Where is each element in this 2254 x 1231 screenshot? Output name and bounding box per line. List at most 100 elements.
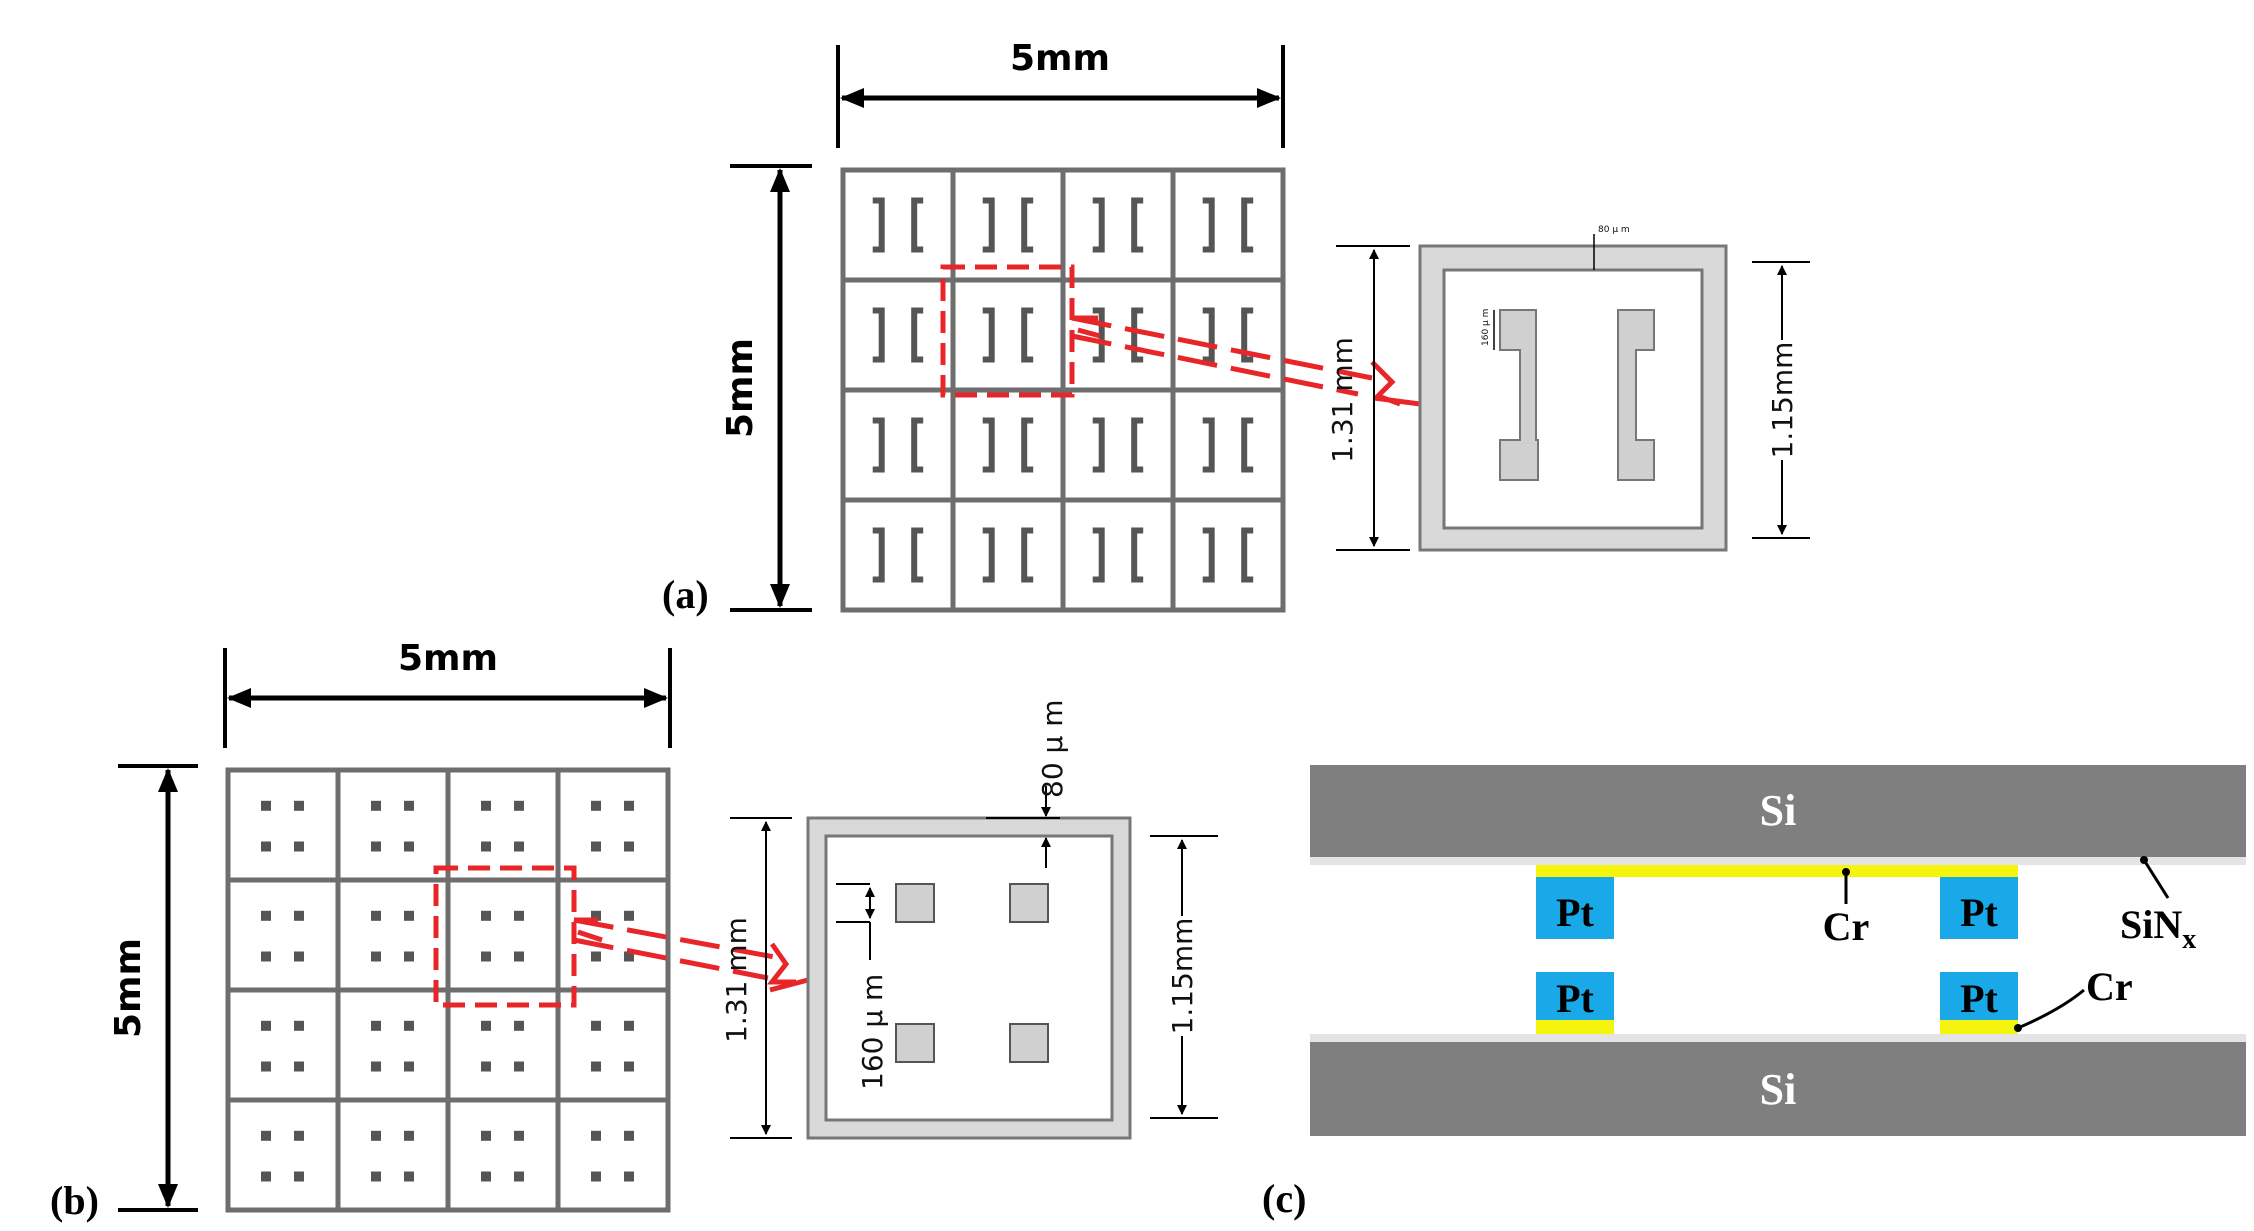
- bracket-pad: [1241, 527, 1254, 583]
- platinum-label: Pt: [1960, 976, 1998, 1021]
- bracket-pad: [1202, 307, 1215, 363]
- square-pad: [624, 800, 634, 811]
- array-cell: [950, 277, 1066, 393]
- outer-size-label: 1.31 mm: [1326, 337, 1359, 463]
- inner-size-label: 1.15mm: [1166, 918, 1199, 1035]
- chromium-top-label: Cr: [1823, 904, 1870, 949]
- square-pad: [261, 951, 271, 962]
- array-cell: [840, 167, 956, 283]
- square-pad: [404, 1061, 414, 1072]
- platinum-electrode: [1536, 877, 1614, 939]
- electrode-pad: [895, 1023, 935, 1063]
- array-cell: [225, 987, 341, 1103]
- highlight-box: [433, 865, 577, 1008]
- array-cell: [445, 877, 561, 993]
- platinum-electrode: [1940, 877, 2018, 939]
- square-pad: [591, 951, 601, 962]
- bracket-pad: [982, 417, 995, 473]
- panel-label-c: (c): [1262, 1176, 1306, 1221]
- chromium-bottom-layer: [1940, 1020, 2018, 1034]
- square-pad: [294, 951, 304, 962]
- square-pad: [261, 1171, 271, 1182]
- sinx-label: SiNx: [2120, 902, 2196, 955]
- bracket-pad: [1241, 307, 1254, 363]
- square-pad: [481, 1130, 491, 1141]
- square-pad: [514, 841, 524, 852]
- square-pad: [371, 1020, 381, 1031]
- unit-cavity: [1442, 268, 1704, 530]
- bracket-pad: [911, 307, 924, 363]
- bracket-pad: [911, 417, 924, 473]
- square-pad: [294, 1130, 304, 1141]
- chromium-top-strip: [1536, 865, 2018, 877]
- panel-c: Si Si Pt Pt Pt Pt Cr SiNx Cr (c): [1262, 765, 2246, 1221]
- outer-size-label: 1.31 mm: [720, 917, 753, 1043]
- square-pad: [294, 841, 304, 852]
- chromium-bottom-layer: [1536, 1020, 1614, 1034]
- width-label: 5mm: [398, 638, 498, 679]
- highlight-box: [940, 264, 1075, 398]
- bracket-pad: [1131, 197, 1144, 253]
- square-pad: [404, 1130, 414, 1141]
- bracket-pad: [872, 527, 885, 583]
- bracket-pad: [1092, 417, 1105, 473]
- square-pad: [371, 800, 381, 811]
- zoom-mark: [574, 917, 603, 943]
- electrode-pad: [1617, 309, 1655, 481]
- square-pad: [514, 1020, 524, 1031]
- bracket-pad: [982, 197, 995, 253]
- square-pad: [481, 800, 491, 811]
- electrode-pad: [895, 883, 935, 923]
- square-pad: [591, 1130, 601, 1141]
- array-cell: [840, 387, 956, 503]
- square-pad: [404, 1171, 414, 1182]
- square-pad: [371, 1171, 381, 1182]
- square-pad: [624, 1171, 634, 1182]
- square-pad: [481, 1061, 491, 1072]
- square-pad: [514, 1171, 524, 1182]
- bracket-pad: [1021, 307, 1034, 363]
- bracket-pad: [911, 527, 924, 583]
- array-cell: [950, 387, 1066, 503]
- zoom-mark: [766, 942, 809, 993]
- square-pad: [514, 1130, 524, 1141]
- square-pad: [514, 910, 524, 921]
- bracket-pad: [1131, 527, 1144, 583]
- square-pad: [371, 1061, 381, 1072]
- zoom-mark: [1370, 360, 1421, 407]
- sinx-top-layer: [1310, 857, 2246, 865]
- bracket-pad: [1202, 417, 1215, 473]
- square-pad: [294, 1061, 304, 1072]
- bracket-pad: [872, 307, 885, 363]
- chromium-bottom-label: Cr: [2086, 964, 2133, 1009]
- electrode-pad: [1499, 309, 1539, 481]
- pad-size-label: 160 μ m: [856, 974, 889, 1090]
- height-label: 5mm: [108, 938, 149, 1038]
- callout-line: [2017, 988, 2085, 1030]
- square-pad: [404, 841, 414, 852]
- square-pad: [404, 951, 414, 962]
- square-pad: [261, 800, 271, 811]
- bracket-pad: [1241, 417, 1254, 473]
- platinum-electrode: [1536, 972, 1614, 1020]
- square-pad: [514, 1061, 524, 1072]
- height-label: 5mm: [720, 338, 761, 438]
- width-label: 5mm: [1010, 38, 1110, 79]
- bracket-pad: [1202, 527, 1215, 583]
- bracket-pad: [1021, 197, 1034, 253]
- square-pad: [514, 951, 524, 962]
- square-pad: [404, 800, 414, 811]
- zoom-mark: [1072, 315, 1101, 339]
- square-pad: [624, 951, 634, 962]
- frame-width-label: 80 μ m: [1036, 699, 1069, 798]
- unit-cavity: [824, 834, 1114, 1122]
- bracket-pad: [911, 197, 924, 253]
- square-pad: [294, 910, 304, 921]
- zoom-line: [573, 917, 781, 961]
- zoom-line: [573, 937, 769, 981]
- unit-cell-inset-a: 80 μ m 160 μ m 1.31 mm 1.15mm: [1326, 225, 1810, 552]
- square-pad: [591, 1020, 601, 1031]
- bracket-pad: [1021, 417, 1034, 473]
- zoom-line: [1071, 315, 1373, 381]
